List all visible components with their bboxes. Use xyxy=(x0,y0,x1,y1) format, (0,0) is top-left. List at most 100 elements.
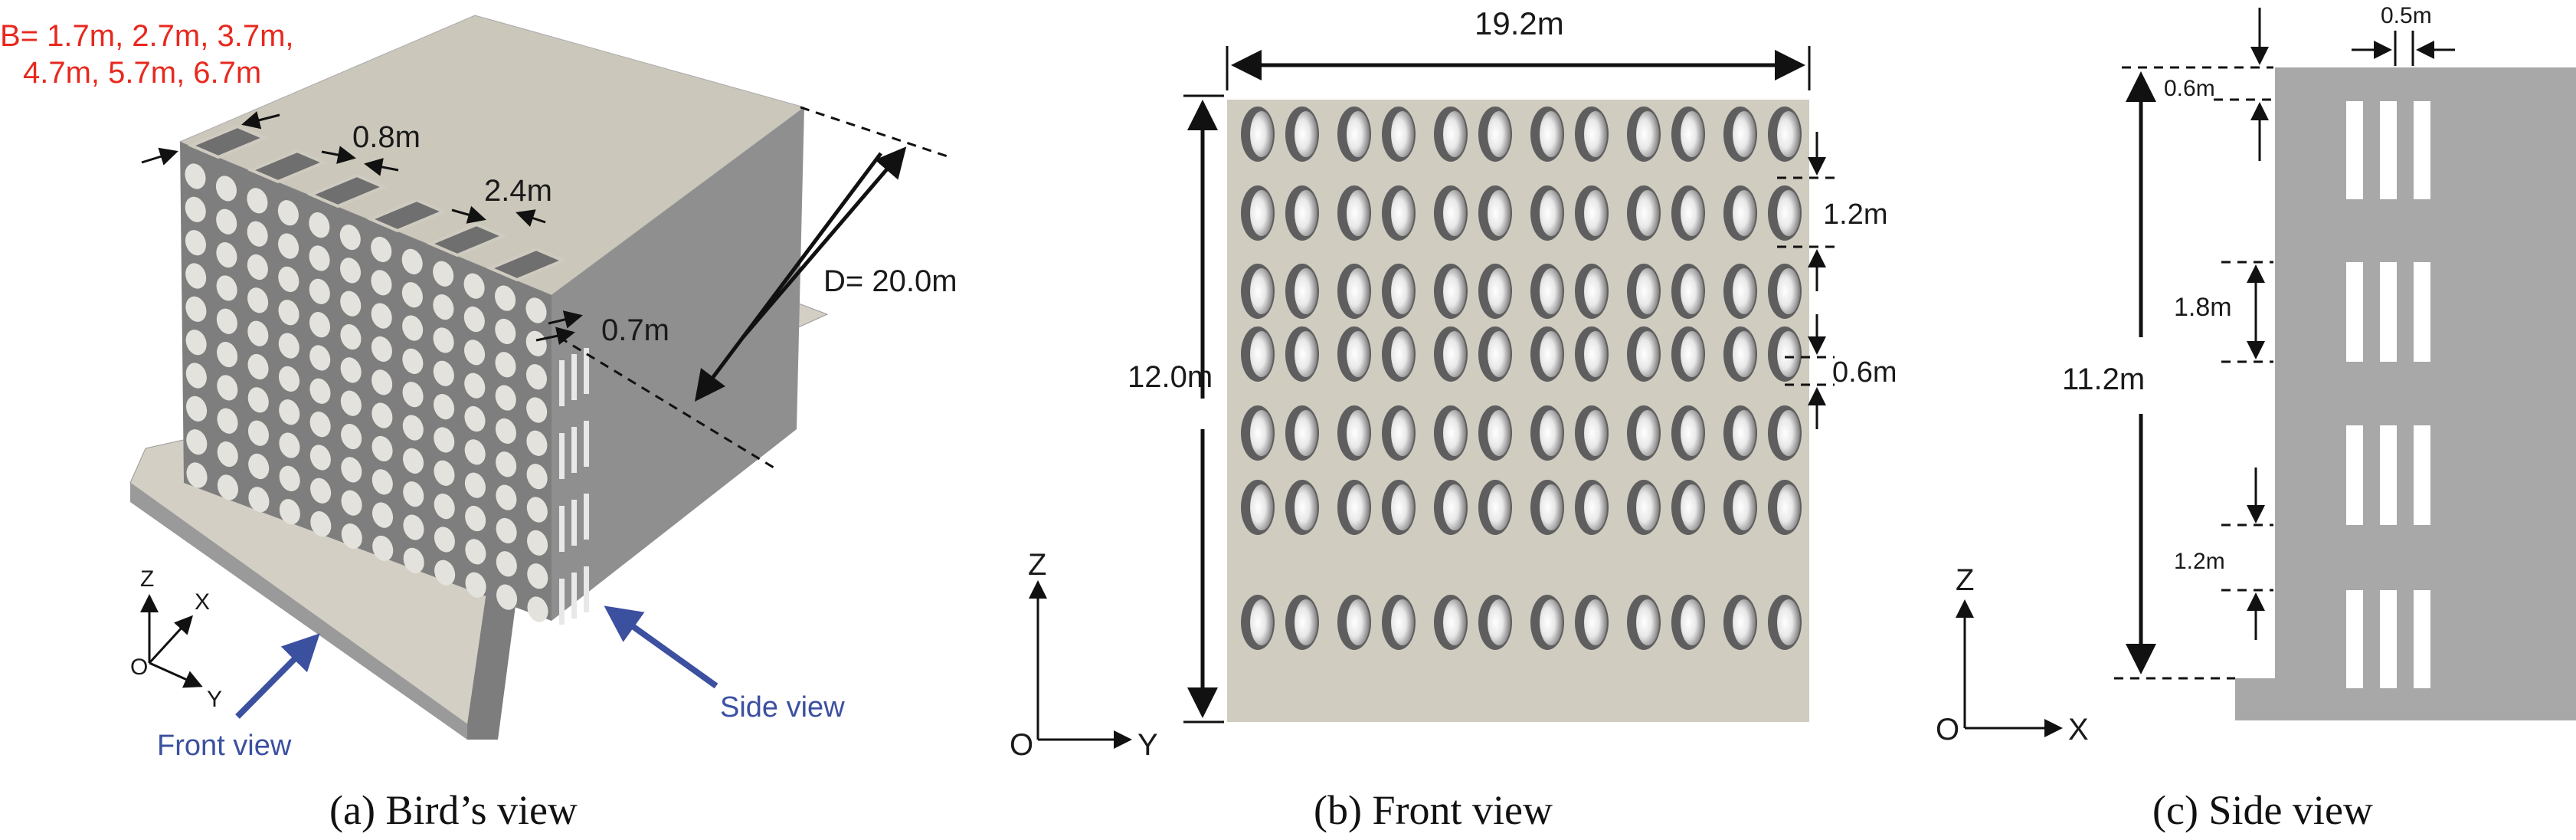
front-hole xyxy=(1295,599,1317,645)
front-hole xyxy=(1443,331,1466,377)
front-hole-grid xyxy=(1241,107,1802,650)
facade-hole xyxy=(185,230,206,256)
side-slot xyxy=(2346,262,2363,362)
facade-hole xyxy=(433,327,454,353)
depth-dim-arrow-b xyxy=(741,146,907,339)
facade-hole-grid xyxy=(185,163,548,622)
front-hole xyxy=(1540,331,1563,377)
side-slot xyxy=(2414,590,2430,688)
facade-hole xyxy=(309,412,331,438)
facade-hole xyxy=(339,224,361,251)
front-hole xyxy=(1250,484,1273,530)
facade-hole xyxy=(464,439,486,465)
facade-hole xyxy=(464,340,486,366)
facade-hole xyxy=(309,378,331,404)
front-axis-o-label: O xyxy=(1010,728,1033,762)
facade-hole xyxy=(465,539,486,565)
facade-hole xyxy=(372,535,394,562)
side-slot xyxy=(2346,425,2363,525)
facade-hole xyxy=(372,402,393,428)
axis-x-arrow xyxy=(148,615,194,664)
facade-hole xyxy=(372,369,393,395)
facade-hole xyxy=(340,357,362,383)
front-hole xyxy=(1733,268,1756,314)
b-width-label-line2: 4.7m, 5.7m, 6.7m xyxy=(23,56,261,90)
facade-hole xyxy=(434,559,456,586)
facade-hole xyxy=(371,236,392,263)
facade-hole xyxy=(186,395,208,422)
topgap-label: 0.5m xyxy=(2381,3,2432,28)
facade-hole xyxy=(279,465,300,491)
axis-origin-label: O xyxy=(130,655,148,680)
caption-birds-view: (a) Bird’s view xyxy=(329,787,578,833)
front-hole xyxy=(1584,484,1607,530)
facade-hole xyxy=(185,330,207,356)
offset-label: 0.6m xyxy=(2164,76,2215,101)
facade-hole xyxy=(372,502,394,528)
front-hole xyxy=(1584,190,1607,236)
front-hole xyxy=(1584,111,1607,157)
facade-hole xyxy=(185,163,206,189)
facade-hole xyxy=(433,360,454,386)
facade-hole xyxy=(185,196,206,222)
spacing-label: 1.2m xyxy=(2174,549,2225,574)
facade-hole xyxy=(527,596,548,622)
front-hole xyxy=(1443,111,1466,157)
front-hole xyxy=(1295,331,1317,377)
front-hole xyxy=(1250,190,1273,236)
front-hole xyxy=(1391,599,1414,645)
front-hole xyxy=(1347,484,1370,530)
facade-hole xyxy=(434,460,455,486)
facade-hole xyxy=(247,221,268,247)
front-hole xyxy=(1347,190,1370,236)
facade-hole xyxy=(340,323,362,350)
front-hole xyxy=(1733,410,1756,456)
front-hole xyxy=(1636,484,1659,530)
front-hole xyxy=(1733,484,1756,530)
facade-hole xyxy=(495,385,516,411)
facade-hole xyxy=(496,484,517,510)
cell-dim-arrow-left xyxy=(321,146,356,164)
front-hole xyxy=(1295,484,1317,530)
front-hole xyxy=(1777,268,1800,314)
depth-label: D= 20.0m xyxy=(823,264,957,298)
facade-hole xyxy=(401,282,423,308)
fin-thickness-label: 0.7m xyxy=(601,313,669,347)
side-axis-x-label: X xyxy=(2068,713,2089,746)
roof-cell xyxy=(187,124,269,159)
front-hole xyxy=(1391,268,1414,314)
axis-y-label: Y xyxy=(207,687,222,712)
front-hole xyxy=(1681,331,1704,377)
facade-hole xyxy=(401,248,423,274)
front-hole xyxy=(1636,410,1659,456)
front-hole xyxy=(1636,599,1659,645)
caption-front-view: (b) Front view xyxy=(1314,787,1553,833)
facade-hole xyxy=(371,336,392,363)
facade-hole xyxy=(216,208,237,235)
roof-cell-openings xyxy=(187,124,568,282)
b-width-label-line1: B= 1.7m, 2.7m, 3.7m, xyxy=(0,19,294,53)
front-hole xyxy=(1777,484,1800,530)
front-hole xyxy=(1777,599,1800,645)
facade-hole xyxy=(402,448,424,474)
front-hole xyxy=(1540,484,1563,530)
front-hole xyxy=(1295,268,1317,314)
facade-hole xyxy=(464,472,486,498)
facade-hole xyxy=(495,318,516,345)
facade-hole xyxy=(525,297,547,323)
building-side-wall xyxy=(552,107,804,621)
facade-hole xyxy=(371,303,392,329)
facade-hole xyxy=(278,366,300,392)
front-hole xyxy=(1488,410,1511,456)
side-slot xyxy=(2346,590,2363,688)
caption-side-view: (c) Side view xyxy=(2152,787,2373,833)
front-hole xyxy=(1391,111,1414,157)
facade-hole xyxy=(433,294,454,320)
front-hole xyxy=(1636,331,1659,377)
side-fin-slot xyxy=(584,566,589,612)
facade-hole xyxy=(403,514,424,540)
facade-hole xyxy=(216,275,237,301)
side-fin-slot xyxy=(584,421,589,467)
front-hole xyxy=(1681,111,1704,157)
